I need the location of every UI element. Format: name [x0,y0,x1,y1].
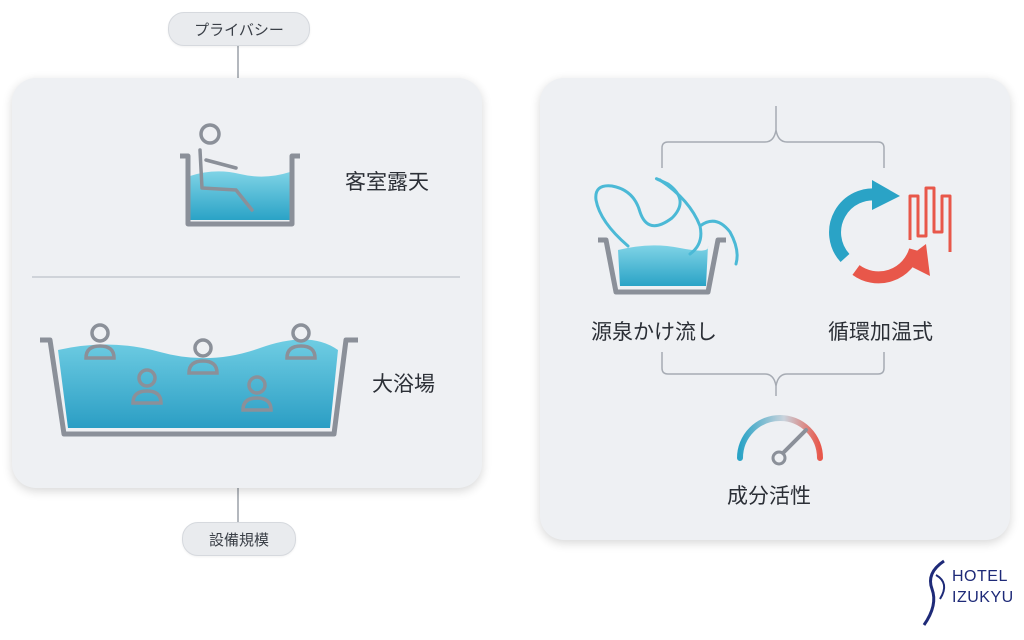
facility-scale-tag-label: 設備規模 [208,530,269,549]
logo-mark-icon [922,559,946,626]
component-activity-label: 成分活性 [727,484,811,508]
hotel-izukyu-logo: HOTEL IZUKYU [912,553,1024,633]
privacy-tag-label: プライバシー [194,20,284,39]
panel-divider [32,276,460,278]
facility-scale-tag: 設備規模 [182,522,296,556]
large-public-bath-label: 大浴場 [372,372,435,396]
circulation-heating-label: 循環加温式 [828,320,933,344]
logo-line1: HOTEL [952,568,1008,585]
private-open-air-bath-label: 客室露天 [345,170,429,194]
logo-line2: IZUKYU [952,589,1014,606]
privacy-tag: プライバシー [168,12,310,46]
free-flowing-label: 源泉かけ流し [591,320,717,344]
